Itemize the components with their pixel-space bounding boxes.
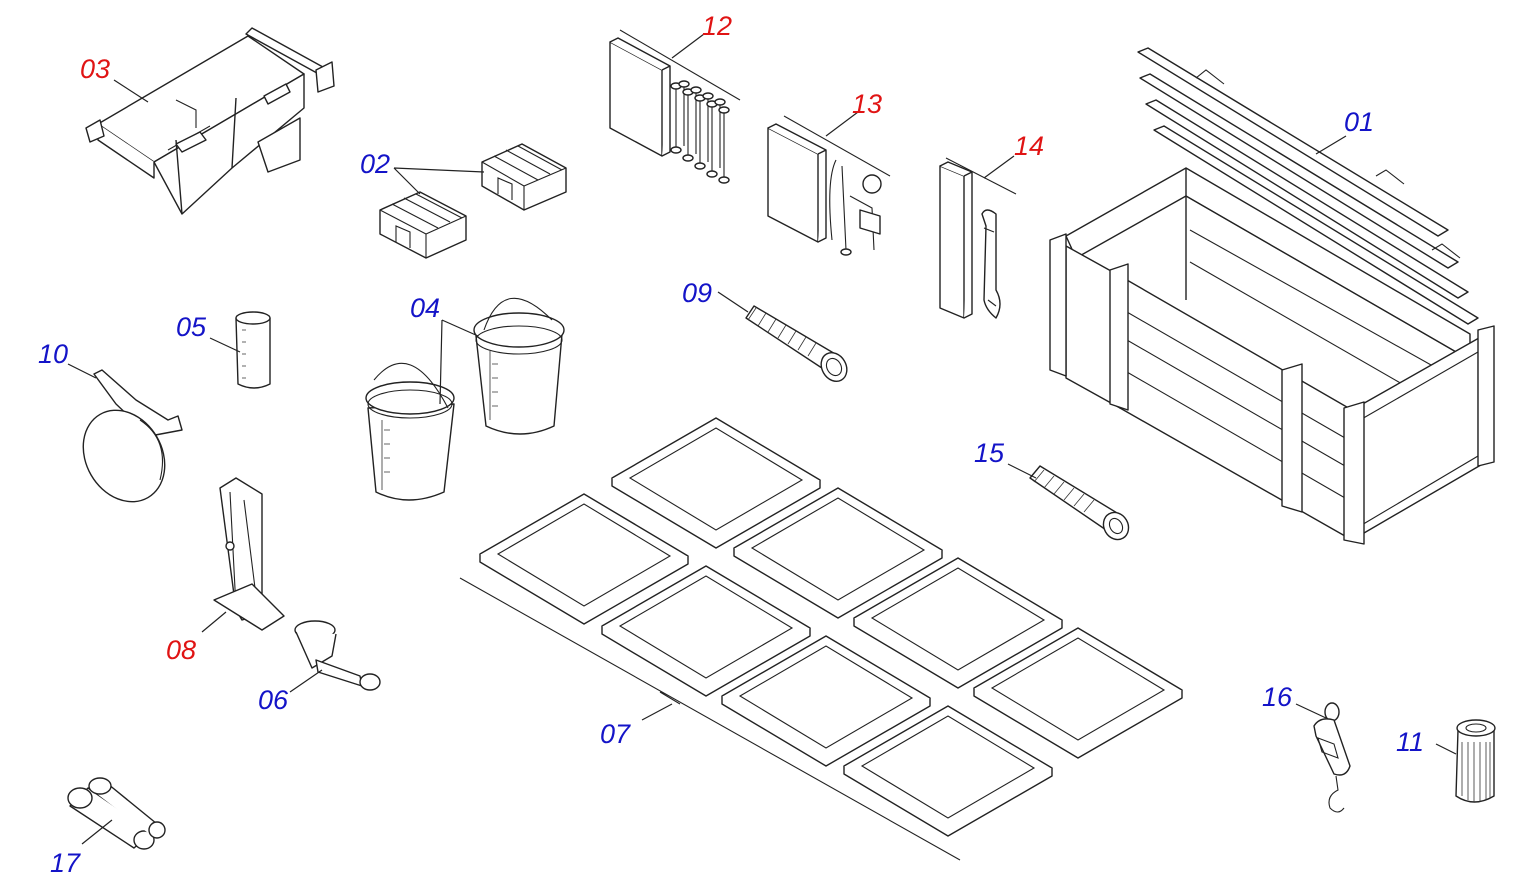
label-07: 07 xyxy=(600,719,631,749)
label-01: 01 xyxy=(1344,107,1374,137)
leader-lines xyxy=(67,33,1457,845)
label-14: 14 xyxy=(1014,131,1044,161)
part-04-buckets xyxy=(365,297,565,501)
label-12: 12 xyxy=(702,11,732,41)
label-02: 02 xyxy=(360,149,390,179)
label-03: 03 xyxy=(80,54,110,84)
label-04: 04 xyxy=(410,293,440,323)
label-05: 05 xyxy=(176,312,207,342)
part-05-measuring-cup xyxy=(235,311,271,389)
crate-lid xyxy=(1137,47,1479,325)
label-06: 06 xyxy=(258,685,289,715)
label-15: 15 xyxy=(974,438,1005,468)
tray-8 xyxy=(843,705,1053,837)
tray-6 xyxy=(721,635,931,767)
tray-5 xyxy=(853,557,1063,689)
label-09: 09 xyxy=(682,278,712,308)
label-08: 08 xyxy=(166,635,196,665)
part-16-hanging-scale xyxy=(1313,702,1351,813)
tray-1 xyxy=(611,417,821,549)
part-09-filter-cartridge xyxy=(745,305,848,383)
part-01-wooden-crate xyxy=(1049,47,1495,545)
label-10: 10 xyxy=(38,339,68,369)
part-12-bolt-kit xyxy=(609,29,741,184)
part-06-sampling-cup xyxy=(294,620,381,691)
tray-7 xyxy=(973,627,1183,759)
tray-4 xyxy=(601,565,811,697)
label-16: 16 xyxy=(1262,682,1293,712)
part-13-gauge-kit xyxy=(767,115,891,256)
tray-2 xyxy=(479,493,689,625)
part-15-filter-cartridge xyxy=(1029,465,1130,541)
tray-3 xyxy=(733,487,943,619)
part-10-round-plate-bracket xyxy=(82,369,183,503)
part-03-support-frame xyxy=(85,27,335,215)
part-07-trays xyxy=(459,577,961,861)
part-11-cylindrical-filter xyxy=(1455,719,1496,803)
label-13: 13 xyxy=(852,89,882,119)
part-08-stand-holder xyxy=(213,477,285,631)
part-02-slotted-blocks xyxy=(379,143,567,259)
label-17: 17 xyxy=(50,848,81,878)
label-11: 11 xyxy=(1396,727,1424,757)
part-17-rolls xyxy=(67,777,166,850)
part-number-labels: 03 02 04 05 10 08 06 17 12 13 14 01 09 1… xyxy=(38,11,1424,878)
part-14-wrench-kit xyxy=(939,157,1017,319)
